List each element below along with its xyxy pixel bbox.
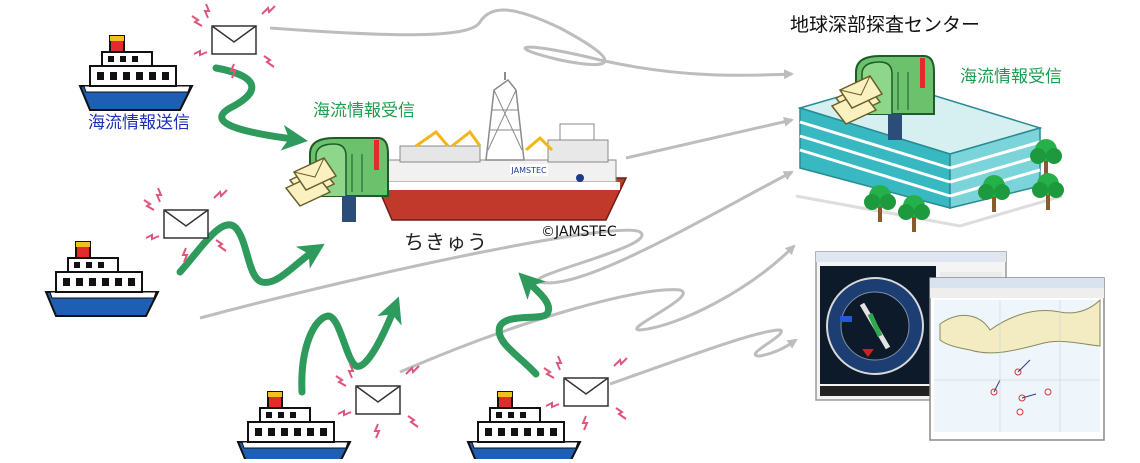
map-screen-icon — [929, 277, 1105, 441]
green-arrow-bottom2 — [495, 272, 553, 378]
ship-hull-text: JAMSTEC — [510, 166, 547, 175]
gray-arrow-low1 — [399, 244, 796, 374]
sender-label: 海流情報送信 — [88, 113, 190, 133]
center-title: 地球深部探査センター — [790, 14, 981, 36]
envelope-icon-bottom1 — [335, 363, 420, 439]
ship-icon-bottom1 — [237, 391, 351, 463]
gray-arrow-mid — [199, 170, 794, 320]
building-icon — [795, 81, 1063, 228]
ship-icon-topleft — [79, 35, 193, 111]
envelope-icon-top — [191, 3, 276, 79]
gray-arrow-low2 — [609, 328, 798, 386]
ship-icon-left — [45, 241, 159, 317]
receiver-center-label: 海流情報受信 — [960, 67, 1062, 87]
mailbox-icon-ship — [285, 137, 389, 223]
green-arrow-top — [212, 64, 308, 151]
ship-icon-bottom2 — [467, 391, 581, 463]
gray-arrow-ship — [625, 116, 794, 160]
gray-arrow-top — [269, 8, 794, 80]
copyright-label: ©JAMSTEC — [541, 224, 617, 240]
ship-name-label: ちきゅう — [404, 230, 488, 254]
drilling-ship-icon: JAMSTEC — [372, 72, 628, 221]
receiver-ship-label: 海流情報受信 — [313, 101, 415, 121]
envelope-icon-bottom2 — [543, 355, 628, 431]
green-arrow-bottom1 — [298, 296, 402, 396]
envelope-icon-left — [143, 187, 228, 263]
